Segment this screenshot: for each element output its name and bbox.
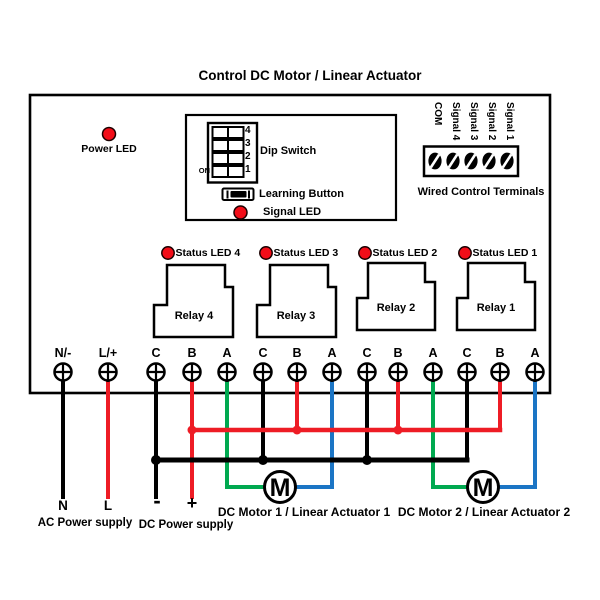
dip-number: 1	[245, 164, 251, 175]
wired-terminal-label: Signal 4	[449, 102, 461, 141]
dip-number: 3	[245, 138, 251, 149]
junction-dot-black	[151, 455, 161, 465]
motor-1-symbol: M	[270, 474, 291, 502]
terminal-label: A	[222, 346, 232, 360]
relay-label: Relay 2	[376, 302, 416, 314]
wires	[61, 379, 537, 499]
bottom-terminals	[53, 362, 545, 382]
ac-power-supply-label: AC Power supply	[37, 516, 133, 529]
terminal-c-11	[457, 362, 477, 382]
terminal-a-13	[525, 362, 545, 382]
terminal-label: A	[428, 346, 438, 360]
screw-slot	[501, 153, 513, 169]
relay-label: Relay 1	[476, 302, 516, 314]
motor-1-icon: M	[263, 470, 297, 504]
terminal-c-8	[357, 362, 377, 382]
relay-1-shape	[455, 261, 537, 332]
status-led-label: Status LED 3	[273, 246, 339, 259]
wire-a4-motor2	[496, 379, 537, 489]
terminal-label: C	[362, 346, 372, 360]
ac-n-label: N	[58, 498, 68, 513]
signal-led-icon	[233, 205, 248, 220]
dip-number: 2	[245, 151, 251, 162]
terminal-label: C	[258, 346, 268, 360]
learning-button-label: Learning Button	[259, 187, 344, 200]
relay-2-shape	[355, 261, 437, 332]
status-led-3-icon	[259, 246, 273, 260]
dip-switch-label: Dip Switch	[260, 145, 317, 157]
power-led-label: Power LED	[81, 142, 137, 155]
terminal-b-3	[182, 362, 202, 382]
dip-number: 4	[245, 125, 251, 136]
terminal-b-6	[287, 362, 307, 382]
terminal-a-4	[217, 362, 237, 382]
terminal-b-9	[388, 362, 408, 382]
dc-power-supply-label: DC Power supply	[138, 519, 234, 531]
wired-terminal-label: Signal 3	[467, 102, 479, 141]
status-led-icons	[161, 246, 472, 260]
status-led-2-icon	[358, 246, 372, 260]
diagram-title: Control DC Motor / Linear Actuator	[198, 68, 422, 83]
wired-terminal-label: COM	[431, 102, 443, 126]
status-led-1-icon	[458, 246, 472, 260]
dip-on-label: ON	[198, 166, 210, 175]
terminal-label: B	[393, 346, 403, 360]
terminal-label: A	[530, 346, 540, 360]
signal-led-label: Signal LED	[263, 206, 322, 218]
screw-slot	[429, 153, 441, 169]
junction-dot-red	[393, 425, 403, 435]
relay-shapes	[152, 261, 537, 339]
dip-switch-rows	[211, 126, 245, 178]
terminal-c-5	[253, 362, 273, 382]
status-led-label: Status LED 4	[175, 246, 241, 259]
dc-minus-label: -	[153, 488, 161, 513]
screw-slot	[447, 153, 459, 169]
relay-3-shape	[255, 263, 338, 339]
status-led-label: Status LED 2	[372, 246, 438, 259]
terminal-l-1	[98, 362, 118, 382]
relay-label: Relay 3	[276, 310, 316, 322]
terminal-label: C	[151, 346, 161, 360]
wired-terminal-label: Signal 2	[485, 102, 497, 141]
terminal-a-10	[423, 362, 443, 382]
motor-2-icon: M	[466, 470, 500, 504]
junction-dot-red	[187, 425, 197, 435]
terminal-label: C	[462, 346, 472, 360]
relay-4-shape	[152, 263, 235, 339]
terminal-label: B	[187, 346, 197, 360]
wire-a1-motor1	[225, 379, 267, 489]
motor-2-symbol: M	[473, 474, 494, 502]
wired-terminal-label: Signal 1	[503, 102, 515, 141]
dc-plus-label: +	[186, 493, 198, 513]
motor-2-label: DC Motor 2 / Linear Actuator 2	[397, 505, 571, 519]
terminal-n-0	[53, 362, 73, 382]
power-led-icon	[101, 126, 117, 142]
terminal-c-2	[146, 362, 166, 382]
terminal-label: B	[495, 346, 505, 360]
junction-dot-black	[258, 455, 268, 465]
learning-button-icon	[221, 187, 255, 201]
junction-dot-red	[292, 425, 302, 435]
wire-junctions	[151, 425, 403, 465]
wire-a3-motor2	[431, 379, 470, 489]
relay-label: Relay 4	[174, 310, 214, 322]
terminal-a-7	[322, 362, 342, 382]
terminal-b-12	[490, 362, 510, 382]
terminal-label: A	[327, 346, 337, 360]
screw-slot	[465, 153, 477, 169]
wired-terminals-caption: Wired Control Terminals	[417, 186, 545, 198]
motor-1-label: DC Motor 1 / Linear Actuator 1	[217, 505, 391, 519]
screw-terminal-icons	[428, 152, 514, 170]
ac-l-label: L	[103, 498, 113, 513]
status-led-4-icon	[161, 246, 175, 260]
screw-slot	[483, 153, 495, 169]
junction-dot-black	[362, 455, 372, 465]
terminal-label: L/+	[98, 346, 118, 360]
terminal-label: B	[292, 346, 302, 360]
status-led-label: Status LED 1	[472, 246, 538, 259]
terminal-label: N/-	[54, 346, 72, 360]
wire-a2-motor1	[293, 379, 334, 489]
